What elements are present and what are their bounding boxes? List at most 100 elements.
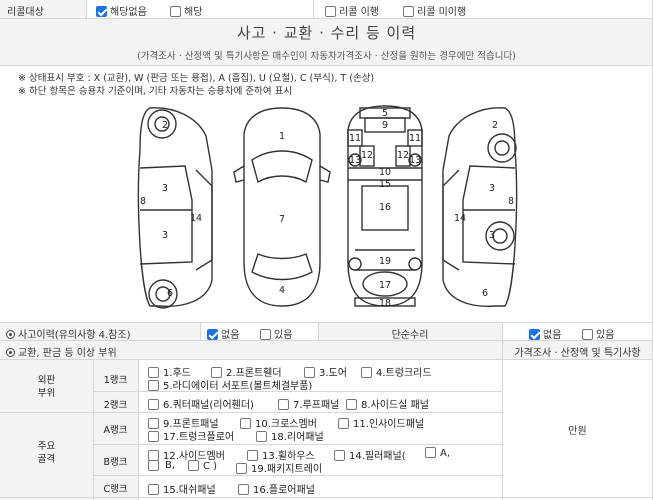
part-quarter-panel-checkbox[interactable]	[148, 399, 159, 410]
category-column	[0, 360, 138, 500]
part-front-panel[interactable]: 9.프론트패널	[148, 415, 219, 430]
part-trunk-floor-label: 17.트렁크플로어	[163, 432, 235, 443]
part-trunk-lid-checkbox[interactable]	[361, 367, 372, 378]
diagram-label: 19	[379, 256, 391, 267]
part-roof-panel-checkbox[interactable]	[278, 399, 289, 410]
part-floor-panel[interactable]: 16.플로어패널	[238, 481, 315, 496]
part-trunk-floor-checkbox[interactable]	[148, 431, 159, 442]
part-front-fender[interactable]: 2.프론트휀더	[211, 364, 282, 379]
price-header: 가격조사 · 산정액 및 특기사항	[514, 348, 641, 359]
part-rear-panel-checkbox[interactable]	[256, 431, 267, 442]
part-quarter-panel[interactable]: 6.쿼터패널(리어휀더)	[148, 396, 254, 411]
part-inside-panel[interactable]: 11.인사이드패널	[338, 415, 424, 430]
part-dash-panel-label: 15.대쉬패널	[163, 485, 216, 496]
divider	[200, 323, 201, 340]
part-quarter-panel-label: 6.쿼터패널(리어휀더)	[163, 400, 254, 411]
accident-none-checkbox[interactable]	[207, 329, 218, 340]
rank1-label: 1랭크	[103, 375, 128, 386]
recall-yes-checkbox[interactable]	[170, 6, 181, 17]
divider	[0, 412, 502, 413]
part-side-sill[interactable]: 8.사이드실 패널	[346, 396, 429, 411]
part-package-tray[interactable]: 19.패키지트레이	[236, 460, 322, 475]
pillar-a-option[interactable]: A,	[425, 447, 450, 459]
diagram-label: 10	[379, 167, 391, 178]
simple-repair-yes-label: 있음	[596, 330, 615, 341]
part-cross-member-checkbox[interactable]	[240, 418, 251, 429]
part-side-sill-checkbox[interactable]	[346, 399, 357, 410]
recall-notdone-option[interactable]: 리콜 미이행	[403, 3, 466, 18]
rankA-label: A랭크	[103, 425, 128, 436]
simple-repair-yes-checkbox[interactable]	[582, 329, 593, 340]
part-radiator-support-label: 5.라디에이터 서포트(볼트체결부품)	[163, 381, 313, 392]
part-cross-member-label: 10.크로스멤버	[255, 419, 317, 430]
diagram-label: 14	[190, 213, 202, 224]
part-cross-member[interactable]: 10.크로스멤버	[240, 415, 317, 430]
part-radiator-support[interactable]: 5.라디에이터 서포트(볼트체결부품)	[148, 377, 312, 392]
pillar-b-option[interactable]: B,	[165, 460, 175, 471]
part-hood-checkbox[interactable]	[148, 367, 159, 378]
part-pillar-panel[interactable]: 14.필러패널(	[334, 447, 406, 462]
recall-yes-option[interactable]: 해당	[170, 3, 202, 18]
pillar-c-option[interactable]: C )	[188, 460, 217, 472]
part-side-sill-label: 8.사이드실 패널	[361, 400, 429, 411]
diagram-label: 14	[454, 213, 466, 224]
simple-repair-none-checkbox[interactable]	[529, 329, 540, 340]
part-dash-panel-checkbox[interactable]	[148, 484, 159, 495]
part-front-fender-label: 2.프론트휀더	[226, 368, 282, 379]
pillar-b-checkbox-wrap[interactable]	[148, 460, 162, 472]
diagram-label: 3	[162, 230, 168, 241]
diagram-label: 6	[167, 288, 173, 299]
pillar-c-checkbox[interactable]	[188, 460, 199, 471]
exchange-header-cell	[0, 341, 653, 359]
accident-yes-checkbox[interactable]	[260, 329, 271, 340]
part-hood[interactable]: 1.후드	[148, 364, 191, 379]
divider	[502, 341, 503, 500]
diagram-label: 1	[279, 131, 285, 142]
recall-none-label: 해당없음	[110, 7, 147, 18]
diagram-label: 13	[409, 155, 421, 166]
recall-done-label: 리콜 이행	[339, 7, 379, 18]
recall-done-option[interactable]: 리콜 이행	[325, 3, 379, 18]
part-pillar-panel-checkbox[interactable]	[334, 450, 345, 461]
part-wheel-house-checkbox[interactable]	[247, 450, 258, 461]
recall-none-option[interactable]: 해당없음	[96, 3, 147, 18]
accident-none-option[interactable]: 없음	[207, 326, 239, 341]
divider	[93, 391, 502, 392]
divider	[93, 444, 502, 445]
outer-panel-label: 외판 부위	[37, 375, 56, 399]
part-door-checkbox[interactable]	[304, 367, 315, 378]
part-dash-panel[interactable]: 15.대쉬패널	[148, 481, 216, 496]
simple-repair-none-label: 없음	[543, 330, 562, 341]
diagram-label: 18	[379, 298, 391, 309]
pillar-a-checkbox[interactable]	[425, 447, 436, 458]
part-inside-panel-checkbox[interactable]	[338, 418, 349, 429]
accident-yes-option[interactable]: 있음	[260, 326, 292, 341]
part-rear-panel[interactable]: 18.리어패널	[256, 428, 324, 443]
simple-repair-none-option[interactable]: 없음	[529, 326, 561, 341]
recall-notdone-checkbox[interactable]	[403, 6, 414, 17]
part-floor-panel-checkbox[interactable]	[238, 484, 249, 495]
exchange-label: 교환, 판금 등 이상 부위	[6, 344, 117, 359]
part-radiator-support-checkbox[interactable]	[148, 380, 159, 391]
recall-none-checkbox[interactable]	[96, 6, 107, 17]
diagram-label: 7	[279, 214, 285, 225]
part-floor-panel-label: 16.플로어패널	[253, 485, 315, 496]
recall-notdone-label: 리콜 미이행	[417, 7, 467, 18]
part-front-panel-checkbox[interactable]	[148, 418, 159, 429]
pillar-b-checkbox[interactable]	[148, 460, 159, 471]
diagram-label: 11	[409, 133, 421, 144]
part-front-fender-checkbox[interactable]	[211, 367, 222, 378]
part-trunk-lid[interactable]: 4.트렁크리드	[361, 364, 432, 379]
part-wheel-house[interactable]: 13.휠하우스	[247, 447, 315, 462]
part-package-tray-checkbox[interactable]	[236, 463, 247, 474]
divider	[0, 340, 653, 341]
part-roof-panel[interactable]: 7.루프패널	[278, 396, 339, 411]
title-area	[0, 19, 653, 65]
diagram-label: 2	[492, 120, 498, 131]
recall-done-checkbox[interactable]	[325, 6, 336, 17]
part-door[interactable]: 3.도어	[304, 364, 347, 379]
simple-repair-yes-option[interactable]: 있음	[582, 326, 614, 341]
part-door-label: 3.도어	[319, 368, 347, 379]
part-trunk-floor[interactable]: 17.트렁크플로어	[148, 428, 234, 443]
